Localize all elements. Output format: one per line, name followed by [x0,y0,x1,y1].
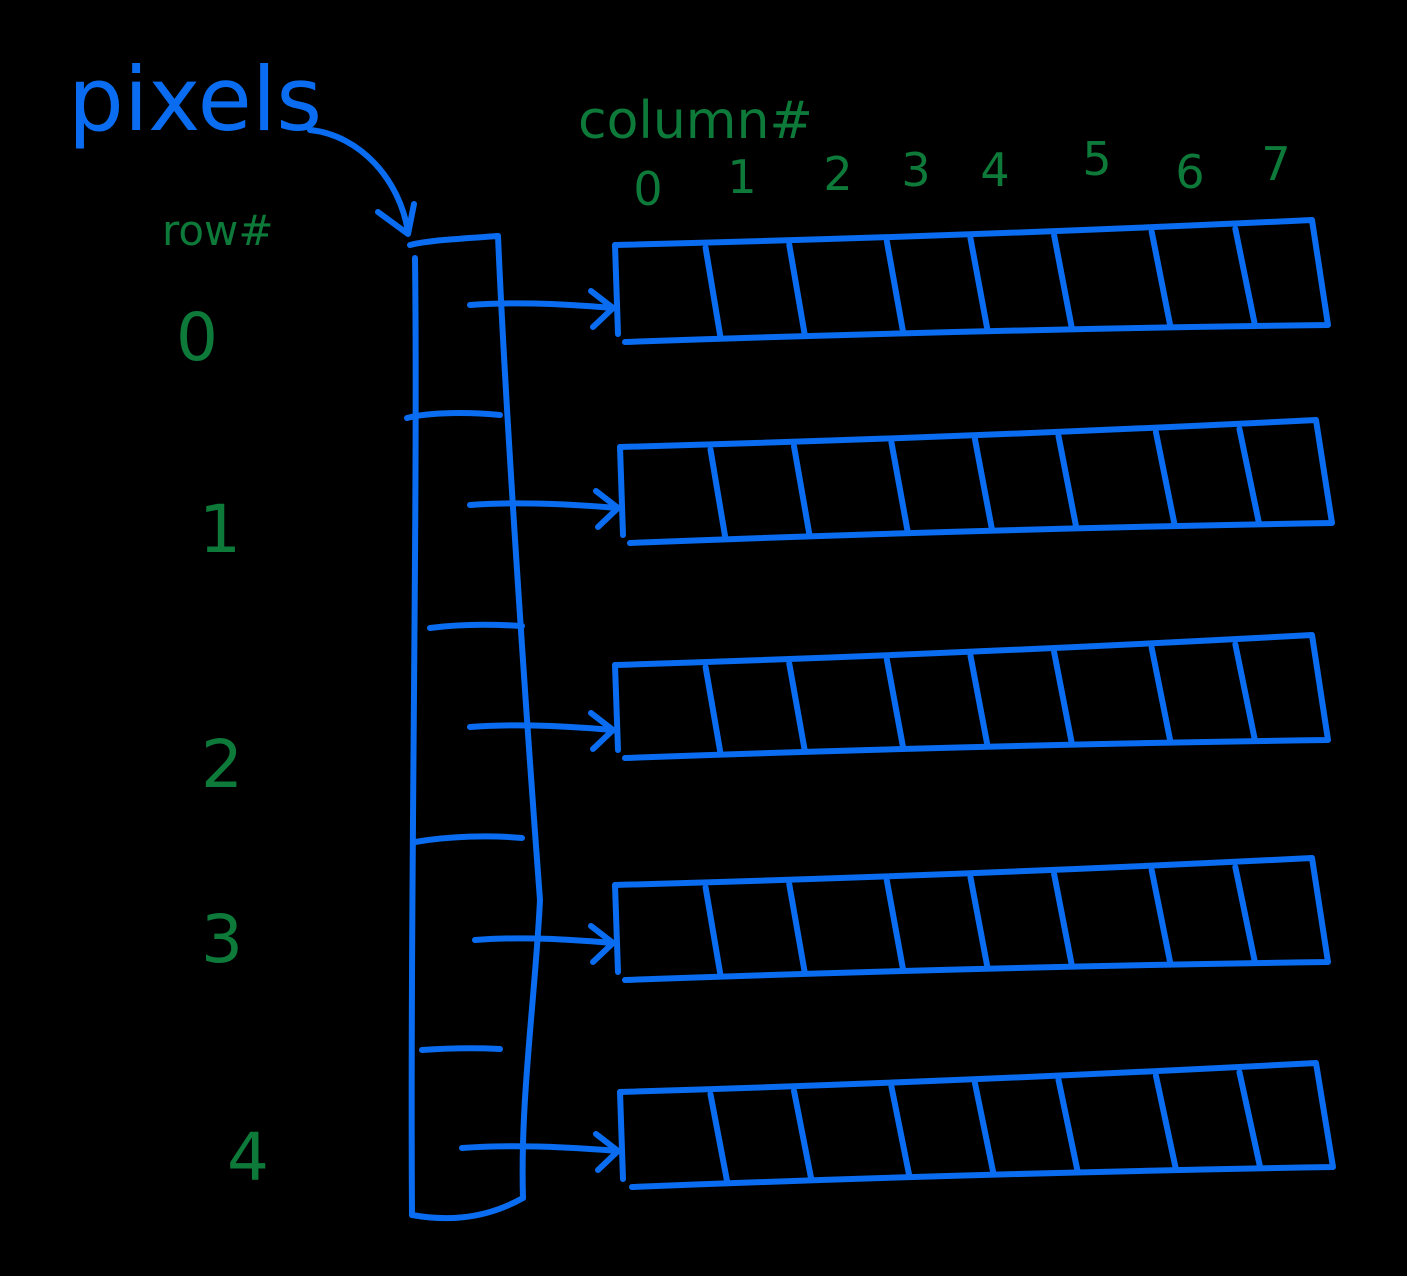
row-pointer-array [404,233,543,1222]
row-array-1 [467,417,1335,546]
row-array-0 [467,217,1331,345]
column-index-7: 7 [1261,137,1290,191]
row-0-cell-divider-5 [1051,232,1075,332]
row-array-left-edge-4 [617,1089,626,1182]
row-arrowhead-2 [588,710,616,752]
row-2-cell-divider-4 [967,652,991,749]
row-arrowhead-3 [588,923,616,965]
row-4-cell-divider-1 [707,1091,731,1185]
row-array-left-edge-1 [617,444,626,538]
row-array-outline-1 [617,417,1335,546]
column-index-6: 6 [1175,145,1204,199]
row-array-outline-4 [617,1060,1336,1190]
row-0-cell-divider-3 [883,238,907,336]
column-index-0: 0 [633,162,662,216]
row-1-cell-divider-1 [707,446,729,541]
row-0-cell-divider-7 [1232,225,1258,327]
diagram-title: pixels [68,48,322,151]
row-arrow-0 [467,300,616,311]
row-2-cell-divider-7 [1232,641,1258,742]
column-index-3: 3 [901,143,930,197]
row-4-cell-divider-3 [888,1083,913,1180]
row-arrow-3 [472,935,616,946]
row-4-cell-divider-5 [1055,1076,1081,1175]
row-4-cell-divider-4 [971,1080,997,1177]
row-4-cell-divider-2 [791,1087,815,1182]
row-array-outline-3 [612,855,1331,983]
row-2-cell-divider-5 [1051,649,1075,747]
row-0-cell-divider-6 [1148,228,1174,329]
row-2-cell-divider-6 [1148,644,1174,745]
row-0-cell-divider-4 [967,235,991,334]
row-2-cell-divider-3 [883,656,907,751]
row-3-cell-divider-2 [786,881,808,976]
row-3-cell-divider-3 [883,877,907,973]
row-arrowhead-0 [588,288,616,330]
row-index-0: 0 [176,299,218,376]
row-arrowhead-4 [593,1131,621,1173]
row-0-cell-divider-2 [786,241,808,338]
row-array-left-edge-2 [612,662,621,753]
column-index-1: 1 [727,150,756,204]
row-index-4: 4 [227,1119,269,1196]
row-index-3: 3 [201,901,243,978]
row-2-cell-divider-1 [702,664,724,756]
row-arrow-2 [467,722,616,733]
row-1-cell-divider-7 [1236,425,1262,526]
row-arrow-4 [459,1143,621,1154]
row-3-cell-divider-4 [967,874,991,971]
row-array-4 [459,1060,1336,1190]
row-3-cell-divider-7 [1232,863,1258,964]
row-2-cell-divider-2 [786,660,808,754]
row-1-cell-divider-5 [1055,432,1080,531]
row-1-cell-divider-3 [888,439,911,536]
row-array-outline-2 [612,632,1331,761]
column-index-5: 5 [1082,132,1111,186]
row-arrowhead-1 [593,488,621,530]
row-index-2: 2 [201,726,243,803]
row-4-cell-divider-7 [1236,1069,1263,1170]
title-pointer-arrow [307,127,417,237]
row-3-cell-divider-6 [1148,867,1174,967]
column-index-4: 4 [980,143,1009,197]
row-arrow-1 [467,500,621,511]
column-index-2: 2 [823,147,852,201]
row-0-cell-divider-1 [702,244,724,340]
row-1-cell-divider-2 [791,443,813,538]
row-4-cell-divider-6 [1152,1072,1179,1172]
row-array-3 [472,855,1331,983]
row-array-outline-0 [612,217,1331,345]
row-array-2 [467,632,1331,761]
row-1-cell-divider-4 [971,436,996,533]
row-array-left-edge-3 [612,882,621,975]
row-indices: 0 1 2 3 4 [176,299,269,1196]
row-arrays [459,217,1336,1190]
column-label: column# [578,91,813,151]
row-1-cell-divider-6 [1152,429,1178,528]
row-array-left-edge-0 [612,242,621,337]
row-label: row# [162,206,274,255]
row-3-cell-divider-5 [1051,870,1075,969]
row-3-cell-divider-1 [702,884,724,978]
row-index-1: 1 [199,491,241,568]
